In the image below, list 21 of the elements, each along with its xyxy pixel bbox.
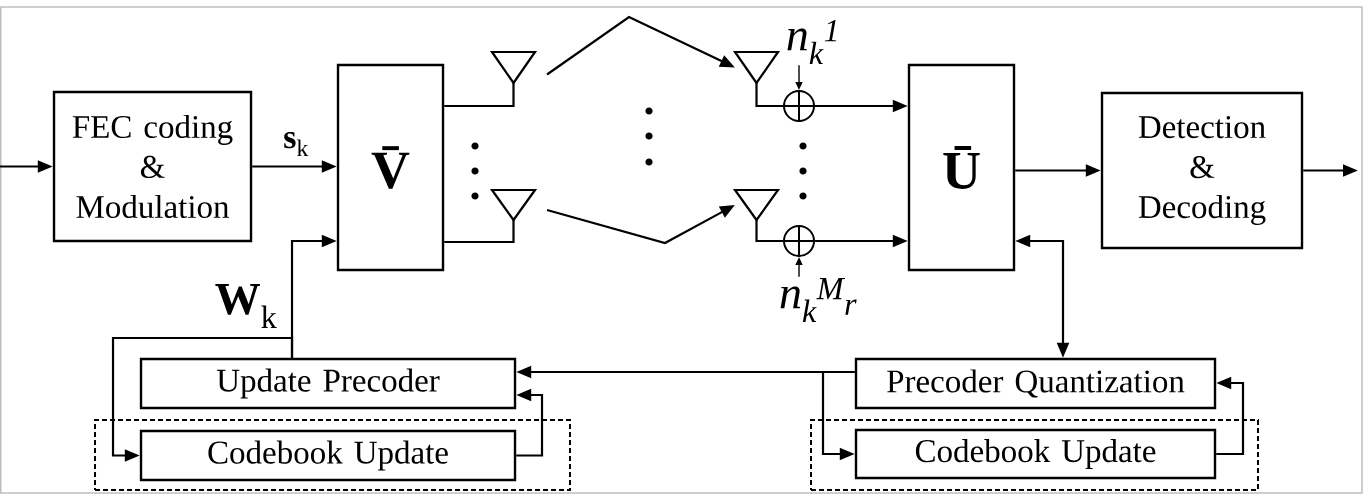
process-box: Precoder Quantization — [854, 357, 1217, 410]
noise-label: n$_{k}$1 — [787, 19, 837, 64]
edge-label: s$_{k}$ — [282, 131, 310, 157]
group-frame — [810, 419, 1259, 491]
arrow — [111, 336, 294, 462]
process-box: Codebook Update — [854, 428, 1217, 480]
connector-line — [755, 220, 783, 243]
connector-line — [755, 83, 783, 108]
noise-label: n$_{k}$Mr — [780, 278, 857, 322]
group-frame — [94, 419, 571, 491]
matrix-box: V̄ — [336, 63, 445, 272]
summing-junction — [782, 224, 816, 258]
process-box: Codebook Update — [139, 429, 517, 482]
process-box: Detection & Decoding — [1100, 91, 1304, 250]
edge-label: W$_{k}$ — [213, 283, 279, 329]
summing-junction — [782, 89, 816, 123]
process-box: FEC coding & Modulation — [52, 90, 253, 243]
process-box: Update Precoder — [139, 357, 517, 410]
connector-line — [444, 220, 515, 244]
matrix-box: Ū — [907, 63, 1016, 272]
connector-line — [444, 83, 515, 108]
